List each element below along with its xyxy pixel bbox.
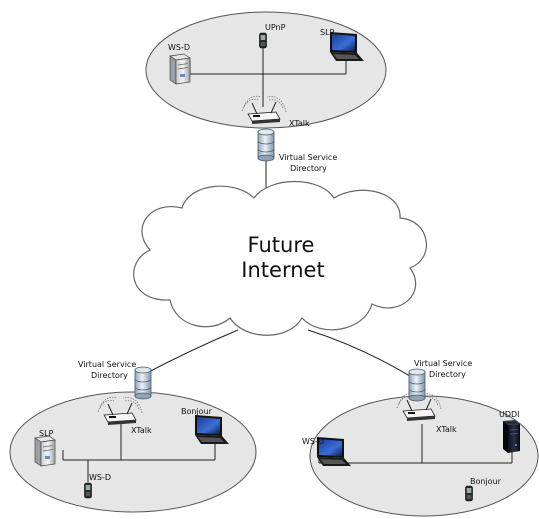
top-slp-label: SLP (320, 28, 335, 37)
future-internet-cloud: Future Internet (133, 181, 427, 336)
right-bonjour-phone-icon (465, 485, 473, 502)
right-uddi-server-icon (502, 419, 521, 454)
right-network: XTalk UDDI WS-D Bonjour (302, 392, 539, 517)
top-directory-database-icon (257, 128, 275, 162)
top-network: WS-D UPnP SLP XTalk (145, 11, 387, 129)
left-directory-label-2: Directory (91, 371, 128, 380)
left-network: XTalk Bonjour SLP WS-D (9, 391, 257, 513)
left-bonjour-label: Bonjour (181, 407, 213, 416)
left-slp-label: SLP (39, 429, 54, 438)
right-xtalk-label: XTalk (436, 425, 457, 434)
right-directory-label-2: Directory (429, 370, 466, 379)
top-wsd-label: WS-D (168, 43, 190, 52)
right-directory-database-icon (408, 368, 426, 402)
right-directory-label-1: Virtual Service (414, 359, 472, 368)
right-bonjour-label: Bonjour (470, 477, 502, 486)
left-directory-database-icon (134, 366, 152, 400)
left-network-ellipse (9, 391, 257, 513)
top-xtalk-label: XTalk (289, 119, 310, 128)
top-upnp-label: UPnP (265, 23, 286, 32)
cloud-label-line2: Internet (241, 258, 324, 282)
top-directory-label-2: Directory (290, 164, 327, 173)
right-wsd-label: WS-D (302, 437, 324, 446)
left-directory-label-1: Virtual Service (78, 360, 136, 369)
top-wsd-server-icon (169, 53, 191, 85)
left-wsd-label: WS-D (89, 473, 111, 482)
left-wsd-phone-icon (84, 482, 92, 499)
left-xtalk-label: XTalk (131, 426, 152, 435)
top-upnp-phone-icon (259, 32, 267, 49)
left-slp-server-icon (34, 435, 56, 467)
link-cloud-left-directory (140, 329, 239, 377)
top-directory-label-1: Virtual Service (279, 153, 337, 162)
link-cloud-right-directory (307, 329, 419, 382)
cloud-label-line1: Future (248, 233, 315, 257)
right-uddi-label: UDDI (499, 410, 520, 419)
cloud-shape (133, 181, 427, 336)
top-network-ellipse (145, 11, 387, 129)
